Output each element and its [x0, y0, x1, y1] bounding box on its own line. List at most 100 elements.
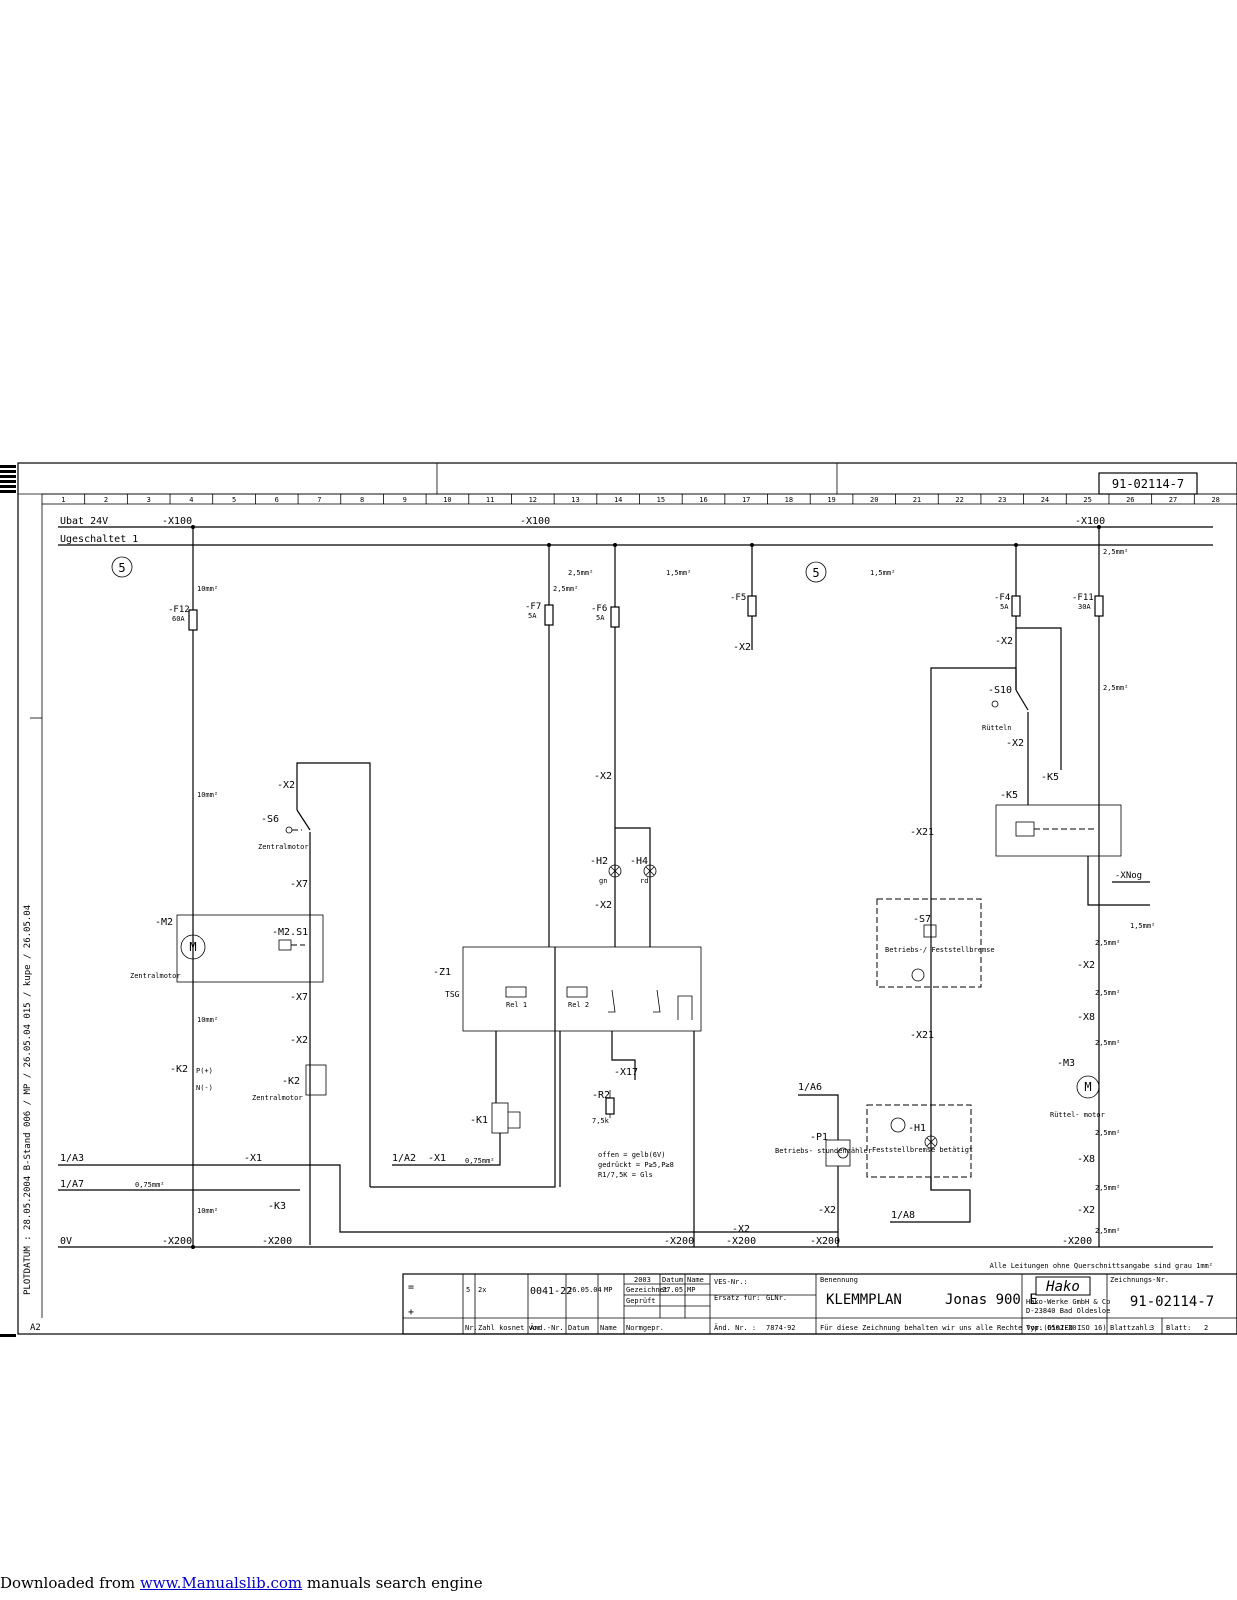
tb-col-name: Name — [687, 1276, 704, 1284]
x2-terminal-bottom: -X2 — [732, 1224, 750, 1235]
rail-0v-label: 0V — [60, 1236, 72, 1247]
x2-terminal-p1: -X2 — [818, 1205, 836, 1216]
f7-rating: 5A — [528, 612, 537, 620]
x100-terminal-right: -X100 — [1075, 516, 1105, 527]
tb-typ: Typ: 6502-20 — [1026, 1324, 1077, 1332]
column-number: 19 — [827, 496, 835, 504]
tb-copyright: Für diese Zeichnung behalten wir uns all… — [820, 1324, 1107, 1332]
wire-size-xnog: 1,5mm² — [1130, 922, 1155, 930]
brake-indicator-icon — [890, 1117, 906, 1133]
tb-change-number: 0041-22 — [530, 1286, 572, 1297]
k2-pole-p: P(+) — [196, 1067, 213, 1075]
x7-terminal-top: -X7 — [290, 879, 308, 890]
tb-change-name: MP — [604, 1286, 612, 1294]
m2-label: -M2 — [155, 917, 173, 928]
h2-label: -H2 — [590, 856, 608, 867]
m3-label: -M3 — [1057, 1058, 1075, 1069]
tb-company-1: Hako-Werke GmbH & Co — [1026, 1298, 1110, 1306]
column-number: 27 — [1169, 496, 1177, 504]
k2-pole-n: N(-) — [196, 1084, 213, 1092]
h4-label: -H4 — [630, 856, 648, 867]
column-number: 16 — [699, 496, 707, 504]
s7-label: -S7 — [913, 914, 931, 925]
rel2-label: Rel 2 — [568, 1001, 589, 1009]
z1-tsg-box — [462, 946, 702, 1032]
column-number: 11 — [486, 496, 494, 504]
x8-terminal-top: -X8 — [1077, 1012, 1095, 1023]
tb-zeichnungs-label: Zeichnungs-Nr. — [1110, 1276, 1169, 1284]
h1-label: -H1 — [908, 1123, 926, 1134]
column-number: 28 — [1211, 496, 1219, 504]
rel2-coil — [566, 986, 588, 998]
a7-reference: 1/A7 — [60, 1179, 84, 1190]
footer-suffix: manuals search engine — [306, 1574, 483, 1592]
download-footer: Downloaded from www.Manualslib.com manua… — [0, 1574, 483, 1596]
tb-blatt-label: Blatt: — [1166, 1324, 1191, 1332]
fuse-f7 — [544, 604, 554, 626]
sheet-note: Alle Leitungen ohne Querschnittsangabe s… — [990, 1262, 1213, 1270]
hako-logo — [1035, 1276, 1091, 1296]
k2-relay-coil — [305, 1064, 327, 1096]
footer-prefix: Downloaded from — [0, 1574, 136, 1592]
tb-ves: VES-Nr.: — [714, 1278, 748, 1286]
k5-coil — [1015, 821, 1035, 837]
r2-note-1: offen = gelb(6V) — [598, 1151, 665, 1159]
manualslib-link[interactable]: www.Manualslib.com — [139, 1574, 303, 1592]
column-number: 21 — [913, 496, 921, 504]
lamp-h2 — [608, 864, 622, 878]
k2-coil-label: -K2 — [282, 1076, 300, 1087]
tb-change-date: 26.05.04 — [568, 1286, 602, 1294]
wire-size-k1: 0,75mm² — [465, 1157, 495, 1165]
tb-s: 5 — [466, 1286, 470, 1294]
column-number: 2 — [104, 496, 108, 504]
wire-size-rail-f5: 1,5mm² — [870, 569, 895, 577]
f12-rating: 60A — [172, 615, 185, 623]
column-number: 24 — [1041, 496, 1049, 504]
x200-terminal-6: -X200 — [1062, 1236, 1092, 1247]
rel1-coil — [505, 986, 527, 998]
column-number: 26 — [1126, 496, 1134, 504]
tb-gez-date: 27.05. — [662, 1286, 687, 1294]
branch-f11 — [1076, 525, 1150, 1247]
f4-label: -F4 — [994, 593, 1010, 603]
tb-2x: 2x — [478, 1286, 486, 1294]
lamp-h1 — [924, 1135, 938, 1149]
column-number: 17 — [742, 496, 750, 504]
a2-reference: 1/A2 — [392, 1153, 416, 1164]
tb-geprueft: Geprüft — [626, 1297, 656, 1305]
column-number: 18 — [785, 496, 793, 504]
x1-terminal-left: -X1 — [244, 1153, 262, 1164]
sheet-index-marks — [0, 465, 16, 1337]
m2-motor-letter: M — [189, 940, 196, 954]
x2-terminal-f6: -X2 — [594, 771, 612, 782]
tb-aend-val: 7874-92 — [766, 1324, 796, 1332]
k5-st-label: -K5 — [1041, 772, 1059, 783]
wire-size-m3-5: 2,5mm² — [1095, 1184, 1120, 1192]
wire-size-m3-3: 2,5mm² — [1095, 1039, 1120, 1047]
k1-relay-coil — [491, 1102, 509, 1134]
column-number: 3 — [147, 496, 151, 504]
a3-reference: 1/A3 — [60, 1153, 84, 1164]
branch-f4 — [930, 543, 1062, 1190]
f11-label: -F11 — [1072, 593, 1094, 603]
x2-terminal-s10: -X2 — [1006, 738, 1024, 749]
lamp-h4 — [643, 864, 657, 878]
r2-note-3: R1/7,5K = Gls — [598, 1171, 653, 1179]
k5-relay-box — [995, 804, 1122, 857]
transistor-2 — [653, 989, 661, 1013]
s6-caption: Zentralmotor — [258, 843, 309, 851]
x2-terminal-m3-bottom: -X2 — [1077, 1205, 1095, 1216]
branch-f5 — [747, 543, 757, 650]
column-number: 6 — [275, 496, 279, 504]
x2-terminal-f4: -X2 — [995, 636, 1013, 647]
wire-size-rail-f7: 2,5mm² — [568, 569, 593, 577]
tb-glnr: GLNr. — [766, 1294, 787, 1302]
tb-row-nr: Nr. — [465, 1324, 478, 1332]
fuse-f11 — [1094, 595, 1104, 617]
column-number: 13 — [571, 496, 579, 504]
branch-f6 — [608, 543, 657, 947]
m2-motor-symbol — [180, 934, 206, 960]
xnog-terminal: -XNog — [1115, 871, 1142, 881]
z1-label: -Z1 — [433, 967, 451, 978]
x200-terminal-4: -X200 — [726, 1236, 756, 1247]
